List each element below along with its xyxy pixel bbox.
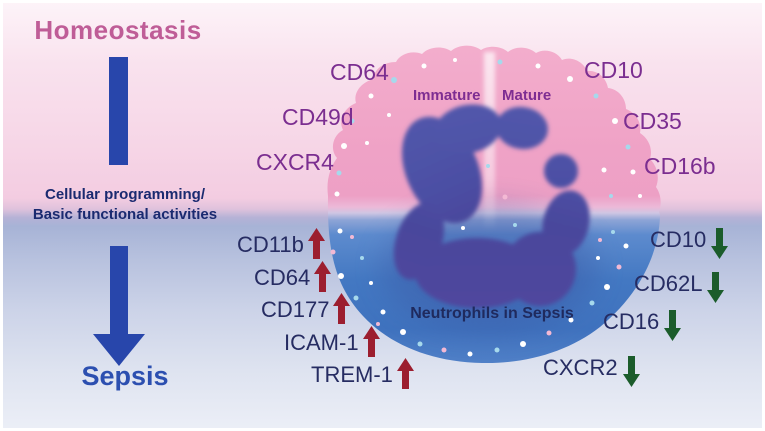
sepsis-label: Sepsis <box>81 361 169 391</box>
down-arrow-icon <box>711 228 729 259</box>
marker-label: CD62L <box>634 271 703 296</box>
marker-sepsis-trem1-up: TREM-1 <box>311 358 414 389</box>
marker-homeostasis-cd10: CD10 <box>584 57 643 83</box>
transition-arrow-lower <box>93 246 145 366</box>
marker-label: CXCR2 <box>543 355 618 380</box>
marker-sepsis-cd16-down: CD16 <box>603 309 682 341</box>
up-arrow-icon <box>333 293 351 324</box>
marker-sepsis-cxcr2-down: CXCR2 <box>543 355 640 387</box>
mature-label: Mature <box>502 87 552 104</box>
homeostasis-label: Homeostasis <box>34 15 202 45</box>
marker-homeostasis-cxcr4: CXCR4 <box>256 149 334 175</box>
marker-homeostasis-cd35: CD35 <box>623 108 682 134</box>
neutrophils-in-sepsis-label: Neutrophils in Sepsis <box>410 305 574 322</box>
marker-label: CD11b <box>237 232 304 257</box>
marker-label: TREM-1 <box>311 362 393 387</box>
transition-caption-line2: Basic functional activities <box>32 206 218 223</box>
marker-sepsis-cd62l-down: CD62L <box>634 271 725 303</box>
marker-label: CD64 <box>254 265 311 290</box>
up-arrow-icon <box>314 261 332 292</box>
marker-homeostasis-cd49d: CD49d <box>282 104 354 130</box>
transition-caption-line1: Cellular programming/ <box>44 186 206 203</box>
down-arrow-icon <box>664 310 682 341</box>
marker-homeostasis-cd64: CD64 <box>330 59 389 85</box>
transition-arrow-upper-bar <box>109 57 128 165</box>
marker-label: CD16 <box>603 309 660 334</box>
marker-sepsis-cd11b-up: CD11b <box>237 228 325 259</box>
up-arrow-icon <box>396 358 414 389</box>
marker-sepsis-icam1-up: ICAM-1 <box>284 326 380 357</box>
marker-sepsis-cd177-up: CD177 <box>261 293 351 324</box>
nucleus <box>393 104 590 308</box>
transition-caption: Cellular programming/ Basic functional a… <box>2 185 248 225</box>
marker-label: CD177 <box>261 297 330 322</box>
down-arrow-icon <box>622 356 640 387</box>
up-arrow-icon <box>307 228 325 259</box>
up-arrow-icon <box>362 326 380 357</box>
marker-homeostasis-cd16b: CD16b <box>644 153 716 179</box>
immature-label: Immature <box>413 87 481 104</box>
marker-label: CD10 <box>650 227 707 252</box>
down-arrow-icon <box>707 272 725 303</box>
marker-sepsis-cd64-up: CD64 <box>254 261 332 292</box>
marker-label: ICAM-1 <box>284 330 359 355</box>
marker-sepsis-cd10-down: CD10 <box>650 227 729 259</box>
